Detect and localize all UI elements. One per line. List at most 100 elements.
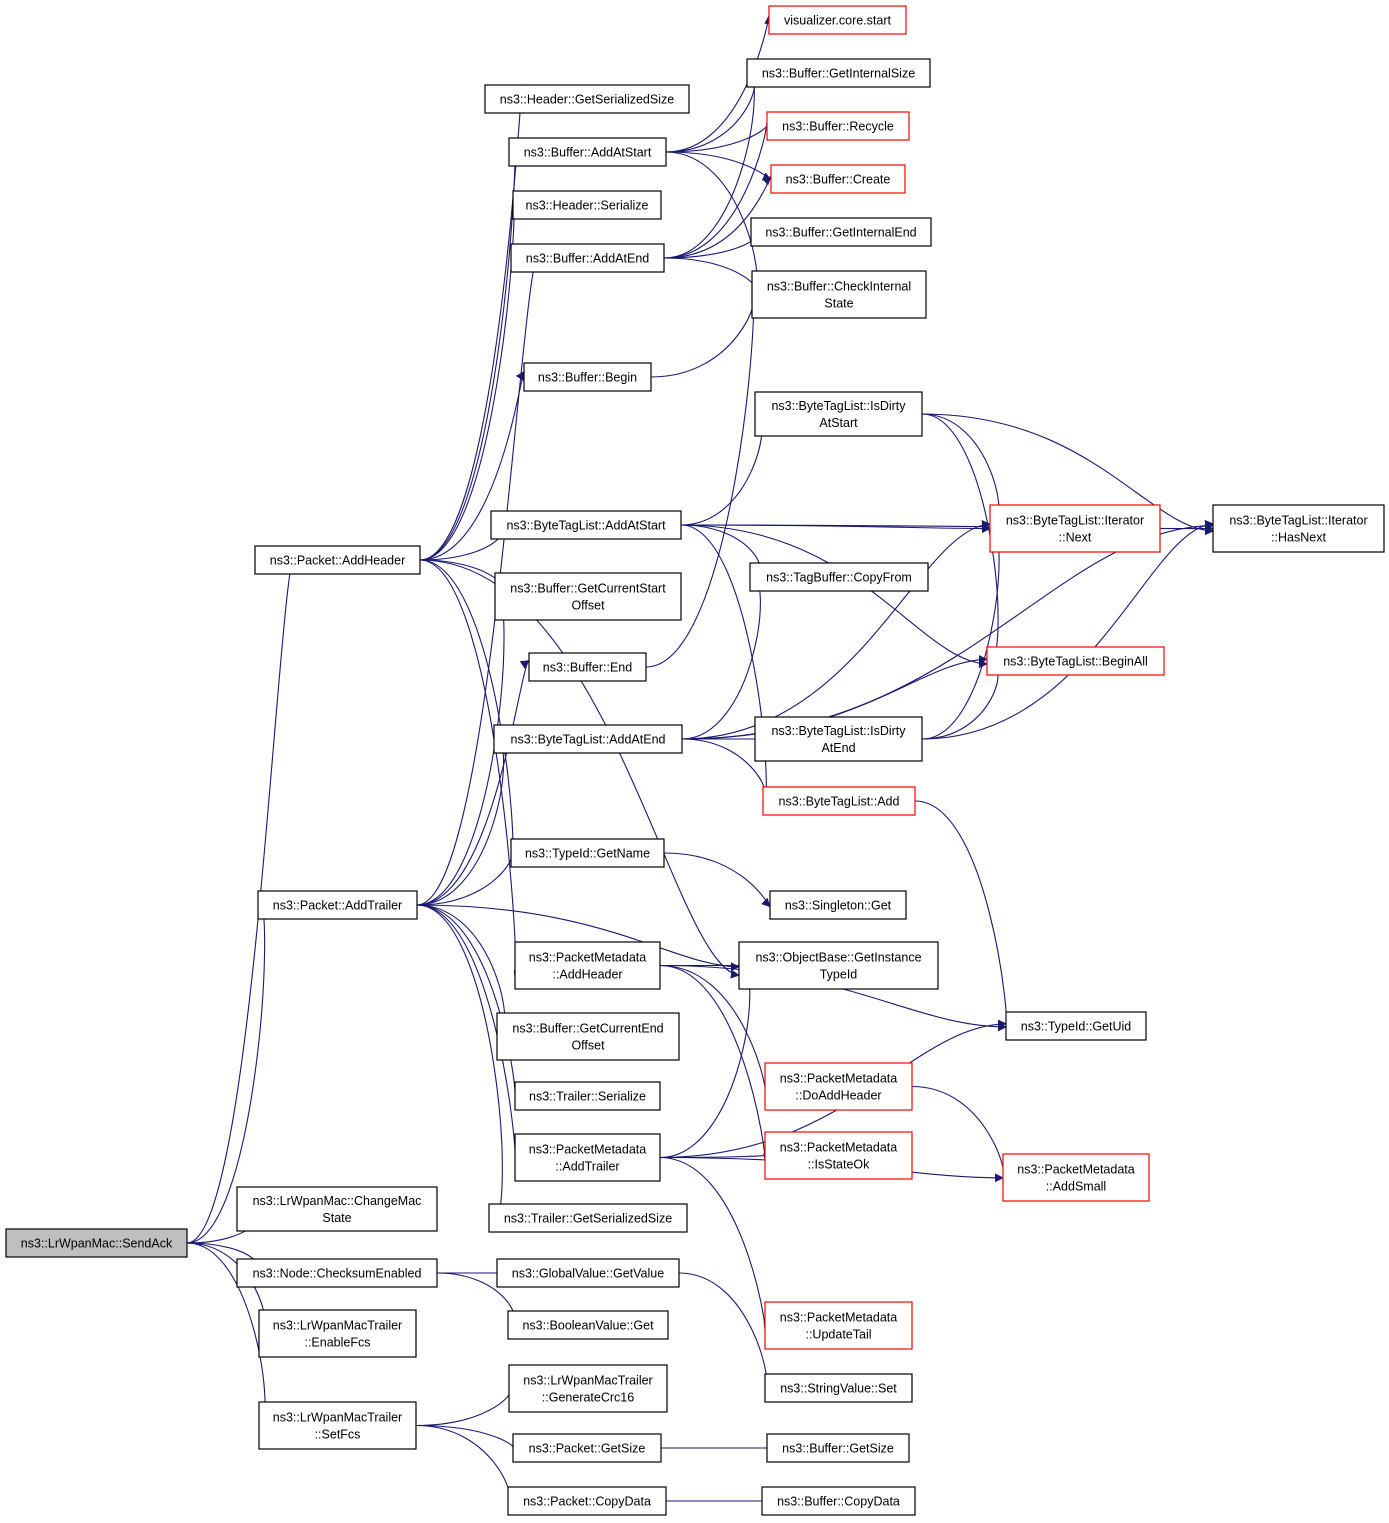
node-add-trailer[interactable]: ns3::Packet::AddTrailer (257, 890, 418, 920)
node-btl-add-at-end[interactable]: ns3::ByteTagList::AddAtEnd (493, 724, 683, 754)
node-buf-create[interactable]: ns3::Buffer::Create (770, 164, 906, 194)
node-box (512, 1433, 662, 1463)
node-btl-iter-next[interactable]: ns3::ByteTagList::Iterator::Next (989, 504, 1161, 553)
node-label: ns3::Buffer::AddAtStart (524, 146, 652, 160)
node-sv-set[interactable]: ns3::StringValue::Set (764, 1373, 913, 1403)
node-pkt-copy-data[interactable]: ns3::Packet::CopyData (507, 1486, 667, 1516)
node-box (258, 1309, 417, 1358)
node-buf-copy-data[interactable]: ns3::Buffer::CopyData (761, 1486, 916, 1516)
edge-btl-add-at-start-to-btl-begin-all (680, 524, 988, 669)
node-layer: ns3::LrWpanMac::SendAck ns3::Packet::AddH… (5, 5, 1385, 1516)
node-label: ns3::ByteTagList::IsDirty (771, 399, 906, 413)
node-btl-iter-has-next[interactable]: ns3::ByteTagList::Iterator::HasNext (1212, 504, 1385, 553)
node-checksum-enabled[interactable]: ns3::Node::ChecksumEnabled (236, 1258, 438, 1288)
edge-btl-add-at-start-to-btl-is-dirty-at-start (680, 406, 764, 526)
node-buf-get-size[interactable]: ns3::Buffer::GetSize (766, 1433, 910, 1463)
node-tagbuf-copy-from[interactable]: ns3::TagBuffer::CopyFrom (749, 562, 929, 592)
edge-btl-is-dirty-at-end-to-btl-iter-next (921, 518, 1000, 740)
node-label: ns3::PacketMetadata (529, 951, 646, 965)
node-box (508, 137, 667, 167)
edge-pm-do-add-header-to-pm-add-small (911, 1085, 1013, 1182)
edge-btl-is-dirty-at-start-to-btl-iter-has-next (921, 413, 1214, 536)
edge-pm-add-header-to-typeid-get-uid (659, 964, 1007, 1032)
node-box (769, 890, 907, 920)
edge-btl-is-dirty-at-start-to-btl-iter-next (921, 413, 1000, 537)
node-generate-crc16[interactable]: ns3::LrWpanMacTrailer::GenerateCrc16 (508, 1364, 668, 1413)
node-pkt-get-size[interactable]: ns3::Packet::GetSize (512, 1433, 662, 1463)
node-label: ns3::TypeId::GetUid (1021, 1020, 1132, 1034)
node-box (514, 1081, 661, 1111)
node-buf-get-internal-end[interactable]: ns3::Buffer::GetInternalEnd (750, 217, 932, 247)
node-box (768, 5, 907, 35)
node-box (493, 724, 683, 754)
edge-add-trailer-to-buf-get-current-end-offset (416, 904, 506, 1045)
node-btl-add[interactable]: ns3::ByteTagList::Add (762, 786, 916, 816)
edge-send-ack-to-enable-fcs (186, 1242, 268, 1340)
node-label: ns3::Packet::AddTrailer (273, 899, 402, 913)
node-label: ns3::ByteTagList::Iterator (1229, 514, 1367, 528)
node-pm-do-add-header[interactable]: ns3::PacketMetadata::DoAddHeader (764, 1062, 913, 1111)
node-box (236, 1258, 438, 1288)
node-typeid-get-uid[interactable]: ns3::TypeId::GetUid (1005, 1011, 1147, 1041)
node-box (986, 646, 1165, 676)
node-pm-add-small[interactable]: ns3::PacketMetadata::AddSmall (1002, 1153, 1150, 1202)
node-label: ns3::TypeId::GetName (525, 847, 650, 861)
node-trl-serialize[interactable]: ns3::Trailer::Serialize (514, 1081, 661, 1111)
node-send-ack[interactable]: ns3::LrWpanMac::SendAck (5, 1228, 188, 1258)
node-pm-update-tail[interactable]: ns3::PacketMetadata::UpdateTail (764, 1301, 913, 1350)
node-pm-is-state-ok[interactable]: ns3::PacketMetadata::IsStateOk (764, 1131, 913, 1180)
node-label: ns3::Node::ChecksumEnabled (253, 1267, 422, 1281)
node-label: ns3::Header::Serialize (526, 199, 649, 213)
node-label: ns3::LrWpanMacTrailer (523, 1374, 652, 1388)
node-box (514, 1133, 661, 1182)
node-buf-recycle[interactable]: ns3::Buffer::Recycle (766, 111, 910, 141)
node-typeid-get-name[interactable]: ns3::TypeId::GetName (510, 838, 665, 868)
edge-typeid-get-name-to-singleton-get (663, 852, 771, 908)
node-box (5, 1228, 188, 1258)
node-buf-add-at-start[interactable]: ns3::Buffer::AddAtStart (508, 137, 667, 167)
node-buf-add-at-end[interactable]: ns3::Buffer::AddAtEnd (510, 243, 665, 273)
node-label: visualizer.core.start (784, 14, 892, 28)
node-buf-begin[interactable]: ns3::Buffer::Begin (523, 362, 652, 392)
node-viz-core-start[interactable]: visualizer.core.start (768, 5, 907, 35)
node-box (764, 1131, 913, 1180)
node-hdr-serialize[interactable]: ns3::Header::Serialize (512, 190, 662, 220)
node-trl-get-serialized-size[interactable]: ns3::Trailer::GetSerializedSize (488, 1203, 688, 1233)
node-bool-get[interactable]: ns3::BooleanValue::Get (507, 1310, 669, 1340)
node-buf-end[interactable]: ns3::Buffer::End (528, 652, 647, 682)
node-label: ns3::Singleton::Get (785, 899, 892, 913)
node-pm-add-trailer[interactable]: ns3::PacketMetadata::AddTrailer (514, 1133, 661, 1182)
node-singleton-get[interactable]: ns3::Singleton::Get (769, 890, 907, 920)
edge-btl-add-at-end-to-btl-iter-next (681, 520, 991, 740)
node-btl-add-at-start[interactable]: ns3::ByteTagList::AddAtStart (490, 510, 682, 540)
node-box (766, 111, 910, 141)
node-label: ns3::ObjectBase::GetInstance (755, 951, 921, 965)
node-pm-add-header[interactable]: ns3::PacketMetadata::AddHeader (514, 941, 661, 990)
node-label: ns3::GlobalValue::GetValue (512, 1267, 664, 1281)
node-box (496, 1012, 680, 1061)
edge-add-trailer-to-trl-get-serialized-size (416, 904, 503, 1233)
node-box (488, 1203, 688, 1233)
node-label: Offset (571, 1039, 605, 1053)
node-gv-get-value[interactable]: ns3::GlobalValue::GetValue (496, 1258, 680, 1288)
node-hdr-get-serialized-size[interactable]: ns3::Header::GetSerializedSize (484, 84, 690, 114)
node-box (749, 562, 929, 592)
node-btl-begin-all[interactable]: ns3::ByteTagList::BeginAll (986, 646, 1165, 676)
edge-add-header-to-ob-get-instance-typeid (419, 559, 740, 979)
node-enable-fcs[interactable]: ns3::LrWpanMacTrailer::EnableFcs (258, 1309, 417, 1358)
node-set-fcs[interactable]: ns3::LrWpanMacTrailer::SetFcs (258, 1401, 417, 1450)
node-label: ::AddHeader (552, 968, 622, 982)
node-box (764, 1373, 913, 1403)
node-label: ns3::PacketMetadata (780, 1072, 897, 1086)
node-buf-get-internal-size[interactable]: ns3::Buffer::GetInternalSize (746, 58, 931, 88)
node-label: ::EnableFcs (304, 1336, 370, 1350)
node-add-header[interactable]: ns3::Packet::AddHeader (254, 545, 421, 575)
node-box (254, 545, 421, 575)
